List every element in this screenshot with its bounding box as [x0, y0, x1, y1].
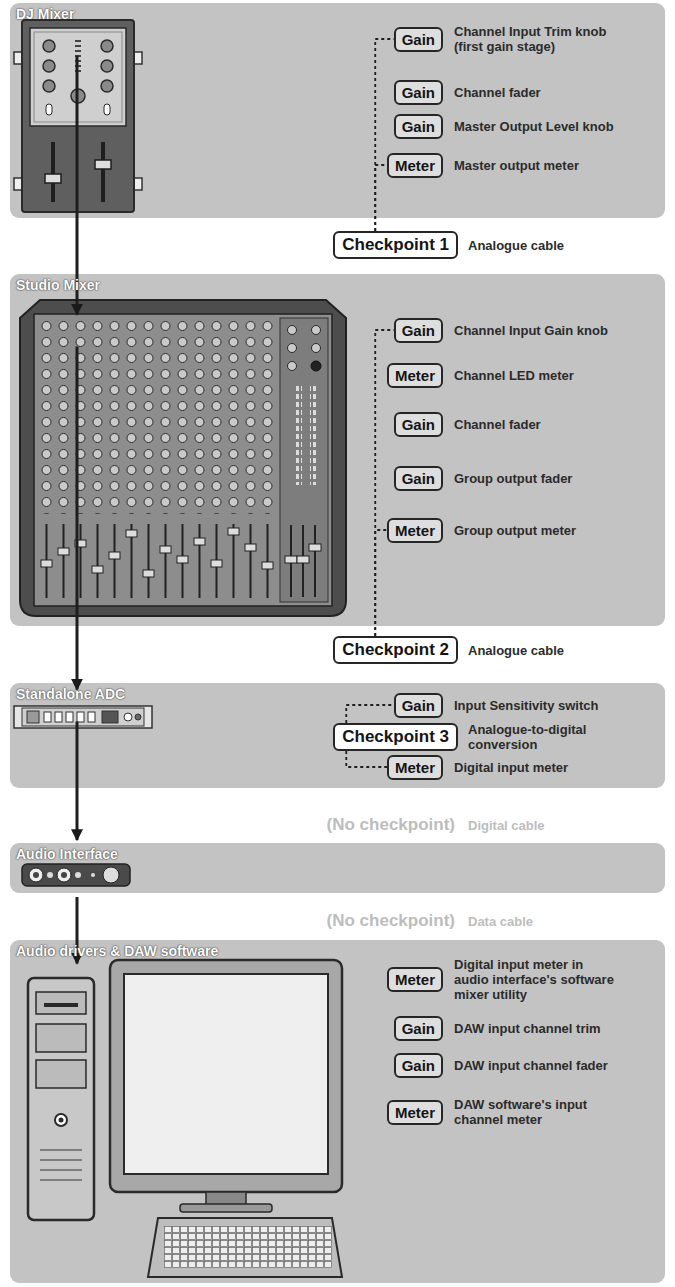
stage-badge: Gain: [394, 1053, 443, 1078]
signal-flow-arrow: [76, 897, 79, 964]
stage-description: Group output fader: [454, 471, 619, 486]
checkpoint-label: Checkpoint 1: [333, 231, 458, 259]
stage-description: Digital input meter in audio interface's…: [454, 957, 619, 1002]
badge-cell: Gain: [373, 318, 443, 343]
stage-node: Gain Master Output Level knob: [373, 114, 619, 139]
checkpoint-label: Checkpoint 3: [333, 723, 458, 751]
panel-heading: Studio Mixer: [16, 277, 100, 294]
stage-node: Gain Input Sensitivity switch: [373, 693, 619, 718]
stage-node: Meter Digital input meter in audio interf…: [373, 957, 619, 1002]
badge-cell: Meter: [373, 363, 443, 388]
checkpoint-note: (No checkpoint): [327, 815, 455, 835]
stage-description: Digital input meter: [454, 760, 619, 775]
stage-node: Gain Channel fader: [373, 412, 619, 437]
stage-description: Channel LED meter: [454, 368, 619, 383]
signal-flow-arrow: [76, 347, 79, 690]
stage-description: Channel Input Gain knob: [454, 323, 619, 338]
panel-heading: Audio drivers & DAW software: [16, 943, 218, 960]
stage-node: Meter Master output meter: [373, 153, 619, 178]
cable-description: Analogue cable: [468, 238, 618, 253]
stage-badge: Gain: [394, 27, 443, 52]
checkpoint-bracket-line: [375, 39, 393, 231]
checkpoint-node: Checkpoint 2 Analogue cable: [312, 636, 618, 664]
badge-cell: Gain: [373, 466, 443, 491]
checkpoint-label: Checkpoint 2: [333, 636, 458, 664]
badge-cell: Checkpoint 3: [312, 723, 458, 751]
badge-cell: Checkpoint 1: [312, 231, 458, 259]
checkpoint-node: Checkpoint 1 Analogue cable: [312, 231, 618, 259]
stage-node: Gain DAW input channel trim: [373, 1016, 619, 1041]
panel-heading: Audio Interface: [16, 846, 118, 863]
device-panel: Standalone ADC Gain Input Sensitivity swit…: [10, 683, 665, 788]
badge-cell: Gain: [373, 114, 443, 139]
stage-badge: Meter: [387, 518, 443, 543]
stage-description: Group output meter: [454, 523, 619, 538]
stage-badge: Gain: [394, 318, 443, 343]
stage-badge: Meter: [387, 153, 443, 178]
stage-description: Master Output Level knob: [454, 119, 619, 134]
cable-description: Analogue-to-digital conversion: [468, 722, 618, 752]
studio-mixer-illustration: [20, 300, 346, 616]
badge-cell: Meter: [373, 518, 443, 543]
stage-node: Meter Channel LED meter: [373, 363, 619, 388]
checkpoint-bracket-line: [375, 530, 387, 636]
badge-cell: Gain: [373, 1016, 443, 1041]
stage-node: Gain DAW input channel fader: [373, 1053, 619, 1078]
stage-badge: Gain: [394, 114, 443, 139]
stage-node: Gain Channel Input Gain knob: [373, 318, 619, 343]
stage-node: Meter Digital input meter: [373, 755, 619, 780]
stage-badge: Meter: [387, 755, 443, 780]
stage-badge: Gain: [394, 466, 443, 491]
audio-interface-illustration: [22, 864, 130, 886]
checkpoint-note: (No checkpoint): [327, 911, 455, 931]
stage-description: DAW software's input channel meter: [454, 1097, 619, 1127]
stage-description: Channel fader: [454, 85, 619, 100]
badge-cell: Gain: [373, 1053, 443, 1078]
stage-badge: Gain: [394, 693, 443, 718]
checkpoint-node: Checkpoint 3 Analogue-to-digital conversi…: [312, 722, 618, 752]
badge-cell: Meter: [373, 1100, 443, 1125]
stage-badge: Meter: [387, 363, 443, 388]
cable-label: Data cable: [468, 914, 533, 929]
stage-node: Gain Channel Input Trim knob (first gain …: [373, 24, 619, 54]
checkpoint-bracket-line: [346, 751, 387, 767]
badge-cell: Gain: [373, 693, 443, 718]
stage-badge: Meter: [387, 967, 443, 992]
stage-badge: Gain: [394, 80, 443, 105]
cable-label: Digital cable: [468, 818, 545, 833]
computer-illustration: [28, 960, 342, 1277]
stage-description: DAW input channel fader: [454, 1058, 619, 1073]
badge-cell: Meter: [373, 755, 443, 780]
signal-flow-arrow: [76, 722, 79, 841]
stage-badge: Meter: [387, 1100, 443, 1125]
badge-cell: Checkpoint 2: [312, 636, 458, 664]
stage-badge: Gain: [394, 1016, 443, 1041]
signal-flow-arrow: [76, 56, 79, 315]
checkpoint-bracket-line: [346, 705, 393, 723]
stage-description: DAW input channel trim: [454, 1021, 619, 1036]
stage-description: Channel Input Trim knob (first gain stag…: [454, 24, 619, 54]
checkpoint-bracket-line: [375, 165, 387, 231]
stage-description: Master output meter: [454, 158, 619, 173]
stage-badge: Gain: [394, 412, 443, 437]
badge-cell: Gain: [373, 27, 443, 52]
badge-cell: Gain: [373, 80, 443, 105]
stage-node: Meter Group output meter: [373, 518, 619, 543]
badge-cell: Gain: [373, 412, 443, 437]
badge-cell: Meter: [373, 967, 443, 992]
adc-illustration: [14, 706, 152, 728]
stage-node: Meter DAW software's input channel meter: [373, 1097, 619, 1127]
stage-description: Channel fader: [454, 417, 619, 432]
panel-heading: DJ Mixer: [16, 6, 74, 23]
badge-cell: Meter: [373, 153, 443, 178]
stage-node: Gain Channel fader: [373, 80, 619, 105]
panel-heading: Standalone ADC: [16, 686, 125, 703]
stage-node: Gain Group output fader: [373, 466, 619, 491]
stage-description: Input Sensitivity switch: [454, 698, 619, 713]
checkpoint-bracket-line: [375, 330, 393, 636]
cable-description: Analogue cable: [468, 643, 618, 658]
